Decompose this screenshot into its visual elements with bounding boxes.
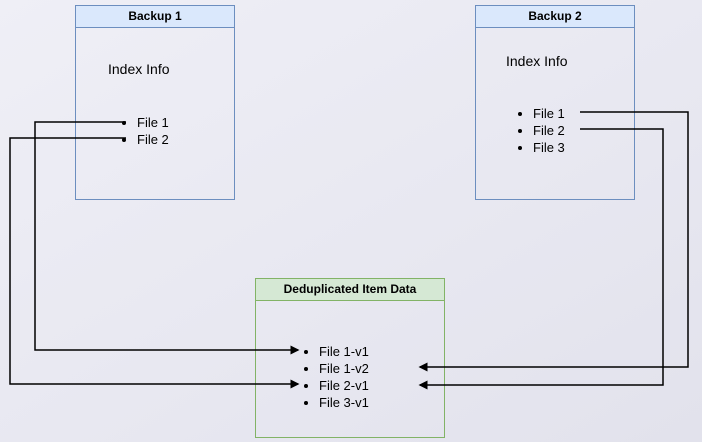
dedup-header: Deduplicated Item Data (256, 279, 444, 301)
backup1-file-item: File 1 (137, 114, 169, 131)
backup1-file-item: File 2 (137, 131, 169, 148)
backup2-index-info-label: Index Info (506, 53, 568, 69)
backup2-file-list: File 1 File 2 File 3 (518, 105, 565, 156)
backup2-header: Backup 2 (476, 6, 634, 28)
backup1-title: Backup 1 (128, 9, 182, 23)
backup2-file-item: File 2 (533, 122, 565, 139)
dedup-title: Deduplicated Item Data (283, 282, 417, 296)
backup1-file-list: File 1 File 2 (122, 114, 169, 148)
backup1-index-info-label: Index Info (108, 61, 170, 77)
dedup-file-list: File 1-v1 File 1-v2 File 2-v1 File 3-v1 (304, 343, 369, 411)
dedup-box: Deduplicated Item Data File 1-v1 File 1-… (255, 278, 445, 438)
backup2-title: Backup 2 (528, 9, 582, 23)
dedup-file-item: File 1-v1 (319, 343, 369, 360)
backup2-file-item: File 3 (533, 139, 565, 156)
dedup-file-item: File 2-v1 (319, 377, 369, 394)
backup2-box: Backup 2 Index Info File 1 File 2 File 3 (475, 5, 635, 200)
backup1-box: Backup 1 Index Info File 1 File 2 (75, 5, 235, 200)
dedup-file-item: File 1-v2 (319, 360, 369, 377)
backup1-header: Backup 1 (76, 6, 234, 28)
dedup-file-item: File 3-v1 (319, 394, 369, 411)
backup2-file-item: File 1 (533, 105, 565, 122)
